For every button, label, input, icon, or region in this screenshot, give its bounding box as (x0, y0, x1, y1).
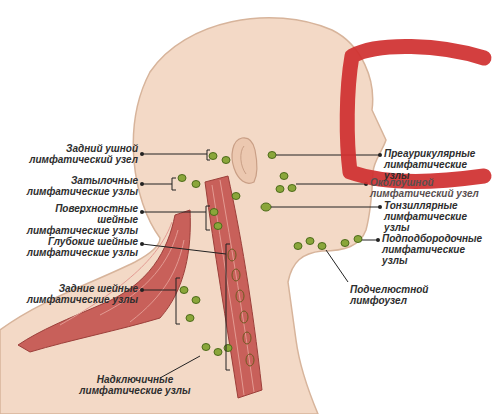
ear (232, 138, 257, 183)
node-label: Подчелюстной лимфоузел (350, 284, 450, 306)
ear-fold (241, 146, 246, 174)
sternocleidomastoid-muscle (205, 176, 262, 398)
node-label: Надключичные лимфатические узлы (60, 374, 210, 396)
head-silhouette (0, 18, 386, 414)
node-label: Задние шейные лимфатические узлы (20, 283, 138, 305)
node-label: Задний ушной лимфатический узел (20, 143, 138, 165)
node-label: Преаурикулярные лимфатические узлы (384, 148, 492, 181)
node-label: Подподбородочные лимфатические узлы (382, 233, 492, 266)
leader-lines (142, 150, 380, 378)
node-label: Глубокие шейные лимфатические узлы (20, 236, 138, 258)
node-label: Затылочные лимфатические узлы (20, 175, 138, 197)
lymph-nodes (178, 152, 362, 356)
node-label: Околоушной лимфатический узел (370, 177, 490, 199)
node-label: Поверхностные шейные лимфатические узлы (20, 203, 138, 236)
node-label: Тонзиллярные лимфатические узлы (384, 200, 492, 233)
